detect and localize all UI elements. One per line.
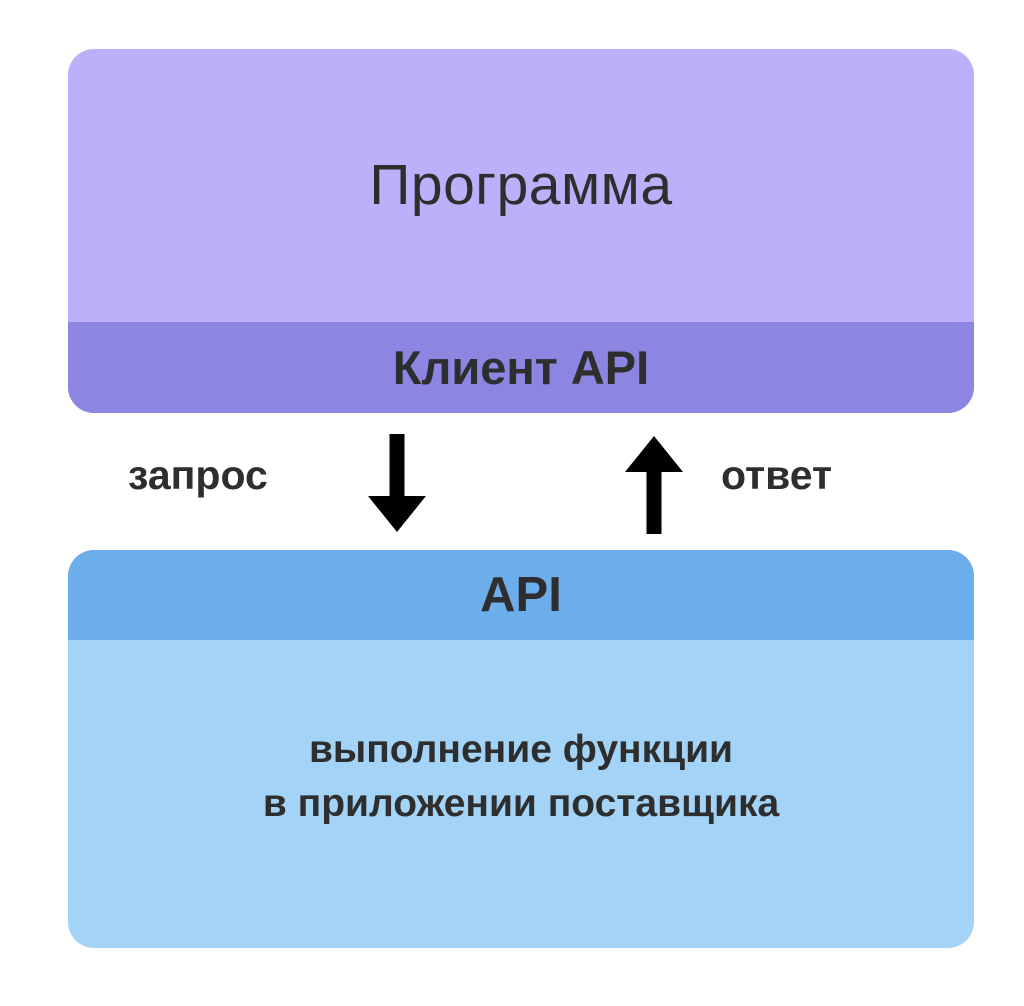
program-title: Программа — [369, 153, 673, 217]
api-description-line-2: в приложении поставщика — [262, 782, 780, 825]
api-box: API выполнение функции в приложении пост… — [68, 550, 974, 948]
api-client-band: Клиент API — [68, 322, 974, 413]
api-box-body: выполнение функции в приложении поставщи… — [68, 640, 974, 948]
api-label: API — [480, 567, 562, 622]
arrow-up-icon — [624, 436, 684, 534]
flow-row: запрос ответ — [68, 424, 974, 542]
api-band: API — [68, 550, 974, 640]
program-box: Программа Клиент API — [68, 49, 974, 413]
arrow-down-icon — [367, 434, 427, 532]
api-client-label: Клиент API — [392, 341, 650, 394]
response-label: ответ — [721, 452, 833, 498]
api-description-line-1: выполнение функции — [308, 728, 734, 772]
api-description: выполнение функции в приложении поставщи… — [263, 723, 779, 831]
request-label: запрос — [128, 452, 268, 498]
program-box-body: Программа — [68, 49, 974, 322]
